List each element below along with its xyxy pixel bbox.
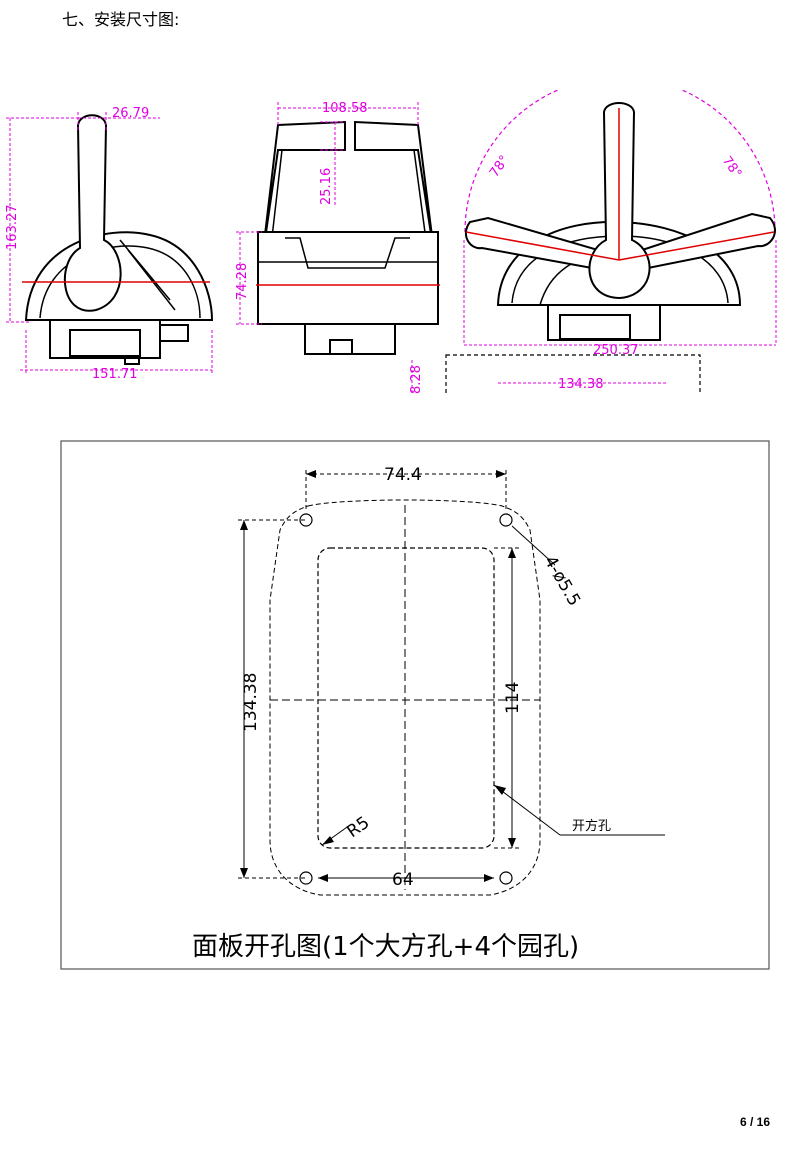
front-cut-label: 8.28 [409, 365, 424, 394]
side-base-width-label: 151.71 [92, 367, 138, 382]
side-height-label: 163.27 [5, 205, 20, 251]
swing-sub-frame [445, 354, 701, 395]
cutout-callout-label: 开方孔 [572, 818, 611, 834]
panel-outline [269, 499, 541, 896]
cutout-width-label: 64 [392, 870, 414, 890]
front-top-width-label: 108.58 [322, 101, 368, 116]
front-body-height-label: 74.28 [235, 263, 250, 300]
dimension-arrows [240, 470, 516, 882]
cutout-height-label: 114 [503, 682, 523, 714]
panel-caption: 面板开孔图(1个大方孔+4个园孔) [192, 932, 579, 962]
mounting-hole [499, 871, 513, 885]
side-view [24, 114, 214, 365]
overall-height-label: 134.38 [241, 673, 261, 732]
swing-view-red-lines [465, 108, 775, 261]
swing-angle-left-label: 78° [487, 153, 513, 180]
mounting-hole [299, 513, 313, 527]
hole-spacing-label: 74.4 [384, 465, 422, 485]
page-number: 6 / 16 [739, 1115, 770, 1129]
swing-view-dimensions [463, 240, 777, 384]
center-lines [270, 505, 540, 890]
drawing-frame [60, 440, 770, 970]
swing-total-width-label: 250.37 [593, 343, 639, 358]
panel-dimensions [238, 470, 665, 879]
side-top-width-label: 26.79 [112, 106, 149, 121]
front-slot-height-label: 25.16 [319, 168, 334, 205]
side-view-dimensions [6, 112, 213, 375]
mounting-hole [499, 513, 513, 527]
square-cutout [317, 547, 495, 849]
installation-views: 26.79 163.27 151.71 108.58 25.16 74.28 8… [5, 90, 777, 395]
swing-angle-right-label: 78° [719, 154, 745, 181]
mounting-holes [299, 513, 513, 885]
swing-sub-width-label: 134.38 [558, 377, 604, 392]
swing-view [464, 102, 776, 341]
section-heading: 七、安装尺寸图: [62, 10, 180, 29]
front-view [257, 120, 439, 355]
front-view-dimensions [236, 102, 419, 392]
mounting-hole [299, 871, 313, 885]
panel-cutout-drawing: 74.4 4-ø5.5 134.38 114 R5 64 开方孔 面板开孔图(1… [60, 440, 770, 970]
